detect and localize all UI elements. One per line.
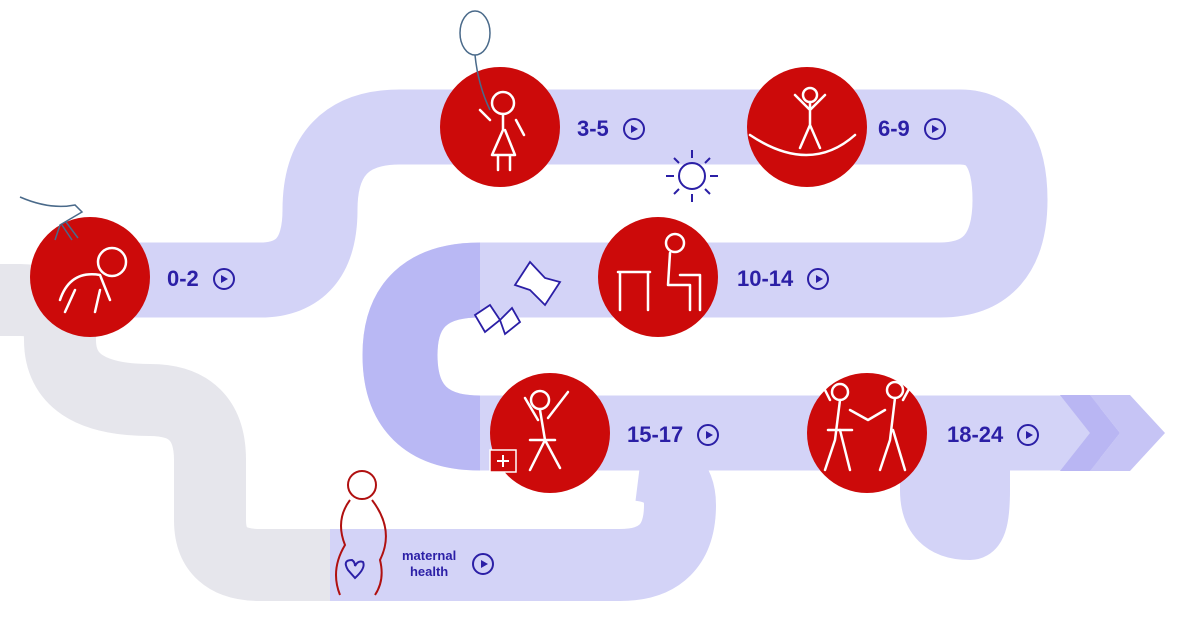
stage-label: 3-5 [577,116,609,141]
play-icon[interactable] [923,118,946,140]
child-balloon-icon [478,90,526,172]
pregnant-woman-icon [335,470,387,596]
stage-6-9-link[interactable]: 6-9 [878,116,946,142]
first-aid-kit-icon [489,449,517,473]
grey-road [0,264,340,601]
lower-loop [900,440,1010,561]
play-icon[interactable] [807,268,830,290]
young-adults-icon [818,376,917,472]
maternal-line1: maternal [402,548,457,563]
curve-shade [362,242,482,471]
sun-icon [666,150,718,202]
stage-18-24-link[interactable]: 18-24 [947,422,1040,448]
arrow-head [1090,395,1165,471]
balloon-icon [459,10,491,111]
circle-18-24 [807,373,927,493]
play-icon[interactable] [472,553,495,575]
circle-15-17 [490,373,610,493]
circle-0-2 [30,217,150,337]
stage-label: 18-24 [947,422,1004,447]
play-icon[interactable] [697,424,720,446]
stage-10-14-link[interactable]: 10-14 [737,266,830,292]
hand-icon [19,196,84,241]
stage-0-2-link[interactable]: 0-2 [167,266,235,292]
stage-15-17-link[interactable]: 15-17 [627,422,720,448]
stage-label: 10-14 [737,266,794,291]
maternal-road [330,429,717,601]
play-icon[interactable] [1017,424,1040,446]
teen-selfie-icon [523,389,570,472]
circle-10-14 [598,217,718,337]
play-icon[interactable] [212,268,235,290]
maternal-line2: health [409,564,449,579]
jump-rope-icon [748,86,857,157]
stage-3-5-link[interactable]: 3-5 [577,116,645,142]
circle-3-5 [440,67,560,187]
play-icon[interactable] [622,118,645,140]
book-icon [473,260,562,336]
stage-label: 0-2 [167,266,199,291]
student-desk-icon [616,232,702,312]
crawling-baby-icon [58,246,128,314]
stage-label: 15-17 [627,422,684,447]
stage-label: 6-9 [878,116,910,141]
circle-6-9 [747,67,867,187]
